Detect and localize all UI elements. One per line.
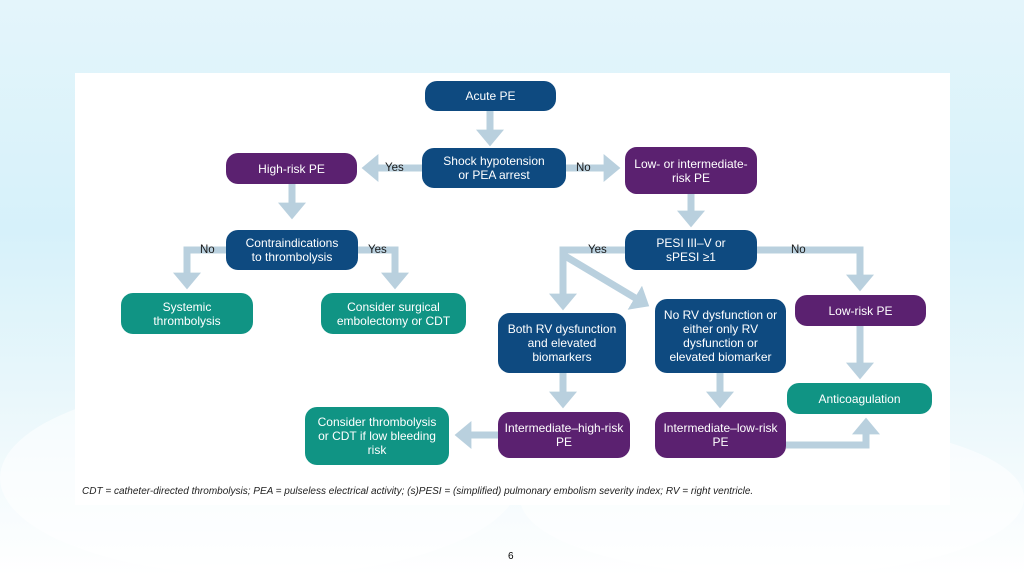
arrow-pesi-no: [757, 246, 874, 292]
node-low-intermediate: Low- or intermediate-risk PE: [625, 147, 757, 194]
arrow-pesi-yes-diagonal: [563, 252, 650, 310]
node-contraindications: Contraindications to thrombolysis: [226, 230, 358, 270]
label-pesi-no: No: [791, 244, 806, 256]
node-high-risk: High-risk PE: [226, 153, 357, 184]
node-consider-thrombolysis: Consider thrombolysis or CDT if low blee…: [305, 407, 449, 465]
arrow-intlow-to-anticoag: [786, 417, 880, 449]
node-both-rv: Both RV dysfunction and elevated biomark…: [498, 313, 626, 373]
node-int-low: Intermediate–low-risk PE: [655, 412, 786, 458]
node-low-risk: Low-risk PE: [795, 295, 926, 326]
arrow-pesi-yes: [549, 246, 625, 311]
label-pesi-yes: Yes: [588, 244, 607, 256]
arrow-contra-no: [173, 246, 226, 290]
node-int-high: Intermediate–high-risk PE: [498, 412, 630, 458]
node-pesi: PESI III–V or sPESI ≥1: [625, 230, 757, 270]
page-number: 6: [508, 551, 514, 562]
node-acute-pe: Acute PE: [425, 81, 556, 111]
footnote: CDT = catheter-directed thrombolysis; PE…: [82, 486, 754, 497]
label-contra-no: No: [200, 244, 215, 256]
node-anticoagulation: Anticoagulation: [787, 383, 932, 414]
label-contra-yes: Yes: [368, 244, 387, 256]
node-systemic: Systemic thrombolysis: [121, 293, 253, 334]
node-no-rv: No RV dysfunction or either only RV dysf…: [655, 299, 786, 373]
node-surgical: Consider surgical embolectomy or CDT: [321, 293, 466, 334]
arrow-contra-yes: [358, 246, 409, 290]
label-shock-yes: Yes: [385, 162, 404, 174]
label-shock-no: No: [576, 162, 591, 174]
node-shock: Shock hypotension or PEA arrest: [422, 148, 566, 188]
